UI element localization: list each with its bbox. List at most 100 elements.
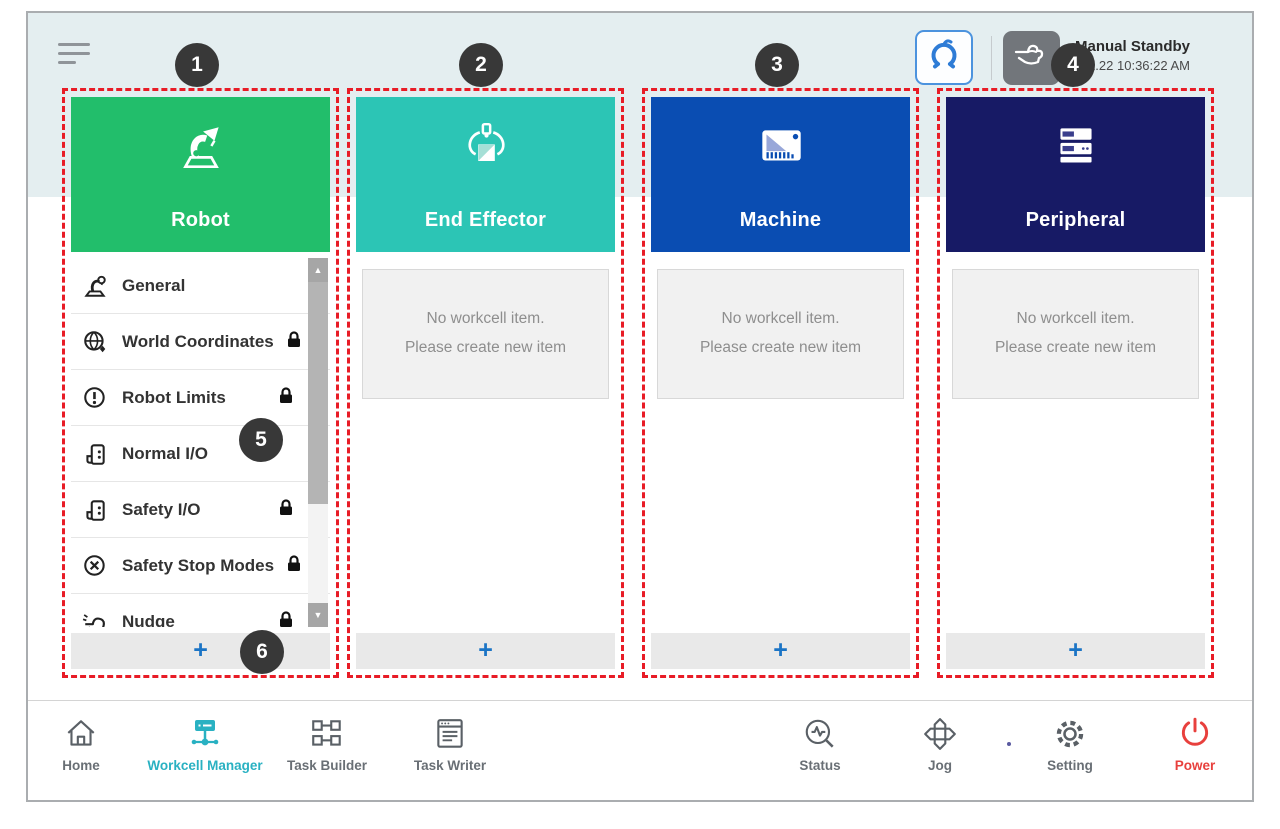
lock-icon [284, 553, 304, 578]
empty-state-line2: Please create new item [994, 339, 1157, 356]
menu-item-label: Safety Stop Modes [122, 555, 275, 575]
menu-item-label: Safety I/O [122, 499, 201, 519]
power-icon [1177, 712, 1213, 756]
empty-state-line1: No workcell item. [1016, 310, 1135, 328]
add-robot-item-button[interactable]: + [71, 633, 330, 669]
robot-limits-icon [81, 384, 108, 411]
peripheral-header[interactable]: Peripheral [946, 97, 1205, 252]
menu-item-safety-stop-modes[interactable]: Safety Stop Modes [71, 538, 330, 594]
column-peripheral: Peripheral No workcell item. Please crea… [937, 88, 1214, 678]
callout-4: 4 [1051, 43, 1095, 87]
empty-state: No workcell item. Please create new item [657, 269, 904, 399]
robot-mode-button[interactable] [915, 30, 973, 85]
add-peripheral-button[interactable]: + [946, 633, 1205, 669]
nav-setting[interactable]: Setting [1033, 712, 1107, 786]
workcell-manager-icon [187, 712, 223, 756]
status-title: Manual Standby [1074, 38, 1190, 55]
menu-item-general[interactable]: General [71, 258, 330, 314]
io-icon [81, 496, 108, 523]
machine-icon [651, 119, 910, 175]
menu-item-safety-io[interactable]: Safety I/O [71, 482, 330, 538]
nav-label: Power [1174, 758, 1216, 773]
callout-3: 3 [755, 43, 799, 87]
callout-5: 5 [239, 418, 283, 462]
nav-label: Task Builder [286, 758, 368, 773]
column-title: Robot [171, 209, 230, 231]
gripper-claw-icon [926, 37, 962, 78]
menu-item-nudge[interactable]: Nudge [71, 594, 330, 627]
machine-header[interactable]: Machine [651, 97, 910, 252]
status-icon [802, 712, 838, 756]
setting-icon [1052, 712, 1088, 756]
lock-icon [276, 609, 296, 627]
scroll-up-icon[interactable]: ▲ [308, 258, 328, 282]
plus-icon: + [478, 636, 493, 664]
empty-state: No workcell item. Please create new item [952, 269, 1199, 399]
scrollbar[interactable]: ▲ ▼ [308, 258, 328, 627]
menu-item-label: General [122, 275, 186, 295]
empty-state-line1: No workcell item. [426, 310, 545, 328]
nav-dot [1007, 742, 1011, 746]
column-title: End Effector [424, 209, 547, 231]
empty-state: No workcell item. Please create new item [362, 269, 609, 399]
add-machine-button[interactable]: + [651, 633, 910, 669]
menu-item-label: World Coordinates [122, 331, 274, 351]
world-coordinates-icon [81, 328, 108, 355]
lock-icon [276, 497, 296, 522]
plus-icon: + [193, 636, 208, 664]
end-effector-header[interactable]: End Effector [356, 97, 615, 252]
nav-home[interactable]: Home [45, 712, 117, 786]
nav-label: Setting [1047, 758, 1093, 773]
scroll-down-icon[interactable]: ▼ [308, 603, 328, 627]
nudge-icon [81, 608, 108, 627]
empty-state-line1: No workcell item. [721, 310, 840, 328]
menu-hamburger-icon[interactable] [58, 43, 92, 69]
menu-item-world-coordinates[interactable]: World Coordinates [71, 314, 330, 370]
column-machine: Machine No workcell item. Please create … [642, 88, 919, 678]
nav-label: Workcell Manager [147, 758, 263, 773]
nav-label: Status [799, 758, 841, 773]
nav-power[interactable]: Power [1160, 712, 1230, 786]
scrollbar-thumb[interactable] [308, 282, 328, 504]
stop-modes-icon [81, 552, 108, 579]
menu-item-robot-limits[interactable]: Robot Limits [71, 370, 330, 426]
jog-icon [922, 712, 958, 756]
nav-task-builder[interactable]: Task Builder [277, 712, 377, 786]
column-robot: Robot General [62, 88, 339, 678]
status-timestamp: 2.22 10:36:22 AM [1088, 58, 1190, 73]
nav-jog[interactable]: Jog [908, 712, 972, 786]
menu-item-label: Normal I/O [122, 443, 208, 463]
robot-arm-icon [71, 119, 330, 175]
robot-status: Manual Standby 2.22 10:36:22 AM [1050, 38, 1190, 73]
nav-task-writer[interactable]: Task Writer [400, 712, 500, 786]
robot-menu-list: General World Coordinates [71, 258, 330, 627]
robot-general-icon [81, 272, 108, 299]
column-title: Peripheral [1025, 209, 1126, 231]
home-icon [63, 712, 99, 756]
gripper-box-icon [356, 119, 615, 175]
robot-header[interactable]: Robot [71, 97, 330, 252]
plus-icon: + [1068, 636, 1083, 664]
lock-icon [276, 385, 296, 410]
nav-status[interactable]: Status [785, 712, 855, 786]
nav-label: Task Writer [413, 758, 487, 773]
plus-icon: + [773, 636, 788, 664]
task-builder-icon [309, 712, 345, 756]
hand-gesture-icon [1012, 37, 1052, 80]
nav-label: Home [62, 758, 100, 773]
nav-label: Jog [927, 758, 952, 773]
task-writer-icon [432, 712, 468, 756]
nav-workcell-manager[interactable]: Workcell Manager [138, 712, 272, 786]
menu-item-label: Robot Limits [122, 387, 226, 407]
callout-1: 1 [175, 43, 219, 87]
nav-divider [28, 700, 1252, 701]
lock-icon [284, 329, 304, 354]
empty-state-line2: Please create new item [404, 339, 567, 356]
menu-item-normal-io[interactable]: Normal I/O [71, 426, 330, 482]
io-icon [81, 440, 108, 467]
callout-2: 2 [459, 43, 503, 87]
add-end-effector-button[interactable]: + [356, 633, 615, 669]
topbar-divider [991, 36, 992, 80]
manual-mode-button[interactable] [1003, 31, 1060, 85]
